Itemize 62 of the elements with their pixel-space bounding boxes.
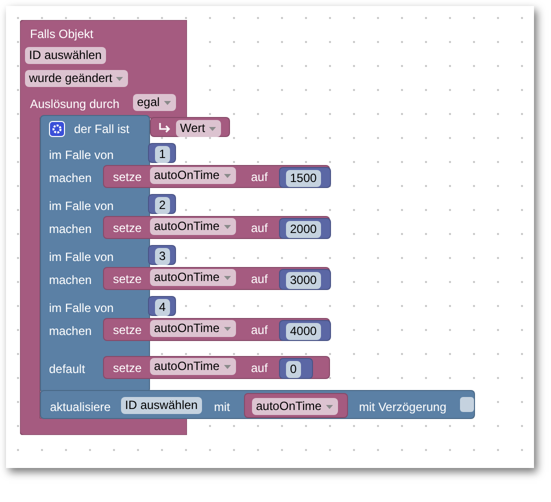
dropdown-field: egal xyxy=(133,94,176,111)
text-field: 0 xyxy=(286,361,301,378)
block-label: auf xyxy=(251,360,268,376)
block-label: setze xyxy=(113,322,142,338)
block-label: setze xyxy=(113,360,142,376)
block-label: auf xyxy=(251,322,268,338)
dropdown-field: autoOnTime xyxy=(150,358,236,375)
variable-block xyxy=(244,393,348,418)
number-block xyxy=(148,194,176,214)
block-label: mit xyxy=(214,399,230,415)
set-variable-block xyxy=(103,165,330,188)
number-block xyxy=(279,320,331,341)
set-variable-block xyxy=(103,356,330,379)
number-block xyxy=(279,269,331,290)
number-block xyxy=(279,358,313,379)
set-variable-block xyxy=(103,267,330,290)
block-label: setze xyxy=(113,271,142,287)
value-block xyxy=(150,117,230,137)
text-field: ID auswählen xyxy=(25,47,106,64)
dropdown-field: autoOnTime xyxy=(150,218,236,235)
text-field: 3000 xyxy=(286,272,321,289)
set-variable-block xyxy=(103,318,330,341)
block-label: machen xyxy=(49,170,92,186)
block-label: Auslösung durch xyxy=(30,96,120,112)
text-field: ID auswählen xyxy=(121,397,202,414)
number-block xyxy=(148,296,176,316)
block-label: der Fall ist xyxy=(74,121,130,137)
dropdown-field: Wert xyxy=(176,120,222,137)
block-label: mit Verzögerung xyxy=(359,399,446,415)
text-field: 3 xyxy=(155,248,170,265)
text-field: 1 xyxy=(155,146,170,163)
text-field: 2000 xyxy=(286,221,321,238)
block-label: machen xyxy=(49,323,92,339)
block-label: setze xyxy=(113,169,142,185)
dropdown-field: autoOnTime xyxy=(150,320,236,337)
block-label: im Falle von xyxy=(49,198,114,214)
number-block xyxy=(279,218,331,239)
number-block xyxy=(279,167,331,188)
block-label: default xyxy=(49,361,86,377)
number-block xyxy=(148,143,176,163)
text-field: 4000 xyxy=(286,323,321,340)
update-block xyxy=(40,390,475,419)
block-label: im Falle von xyxy=(49,147,114,163)
dropdown-field: wurde geändert xyxy=(25,70,128,87)
number-block xyxy=(148,245,176,265)
dropdown-field: autoOnTime xyxy=(150,167,236,184)
block-label: im Falle von xyxy=(49,300,114,316)
text-field: 2 xyxy=(155,197,170,214)
block-label: auf xyxy=(251,271,268,287)
text-field: 1500 xyxy=(286,170,321,187)
text-field: 4 xyxy=(155,299,170,316)
block-label: machen xyxy=(49,221,92,237)
dropdown-field: autoOnTime xyxy=(252,398,338,415)
block-label: auf xyxy=(251,220,268,236)
block-label: Falls Objekt xyxy=(30,26,94,42)
dropdown-field: autoOnTime xyxy=(150,269,236,286)
block-label: aktualisiere xyxy=(50,399,111,415)
block-label: im Falle von xyxy=(49,249,114,265)
set-variable-block xyxy=(103,216,330,239)
block-label: auf xyxy=(251,169,268,185)
block-label: machen xyxy=(49,272,92,288)
block-label: setze xyxy=(113,220,142,236)
